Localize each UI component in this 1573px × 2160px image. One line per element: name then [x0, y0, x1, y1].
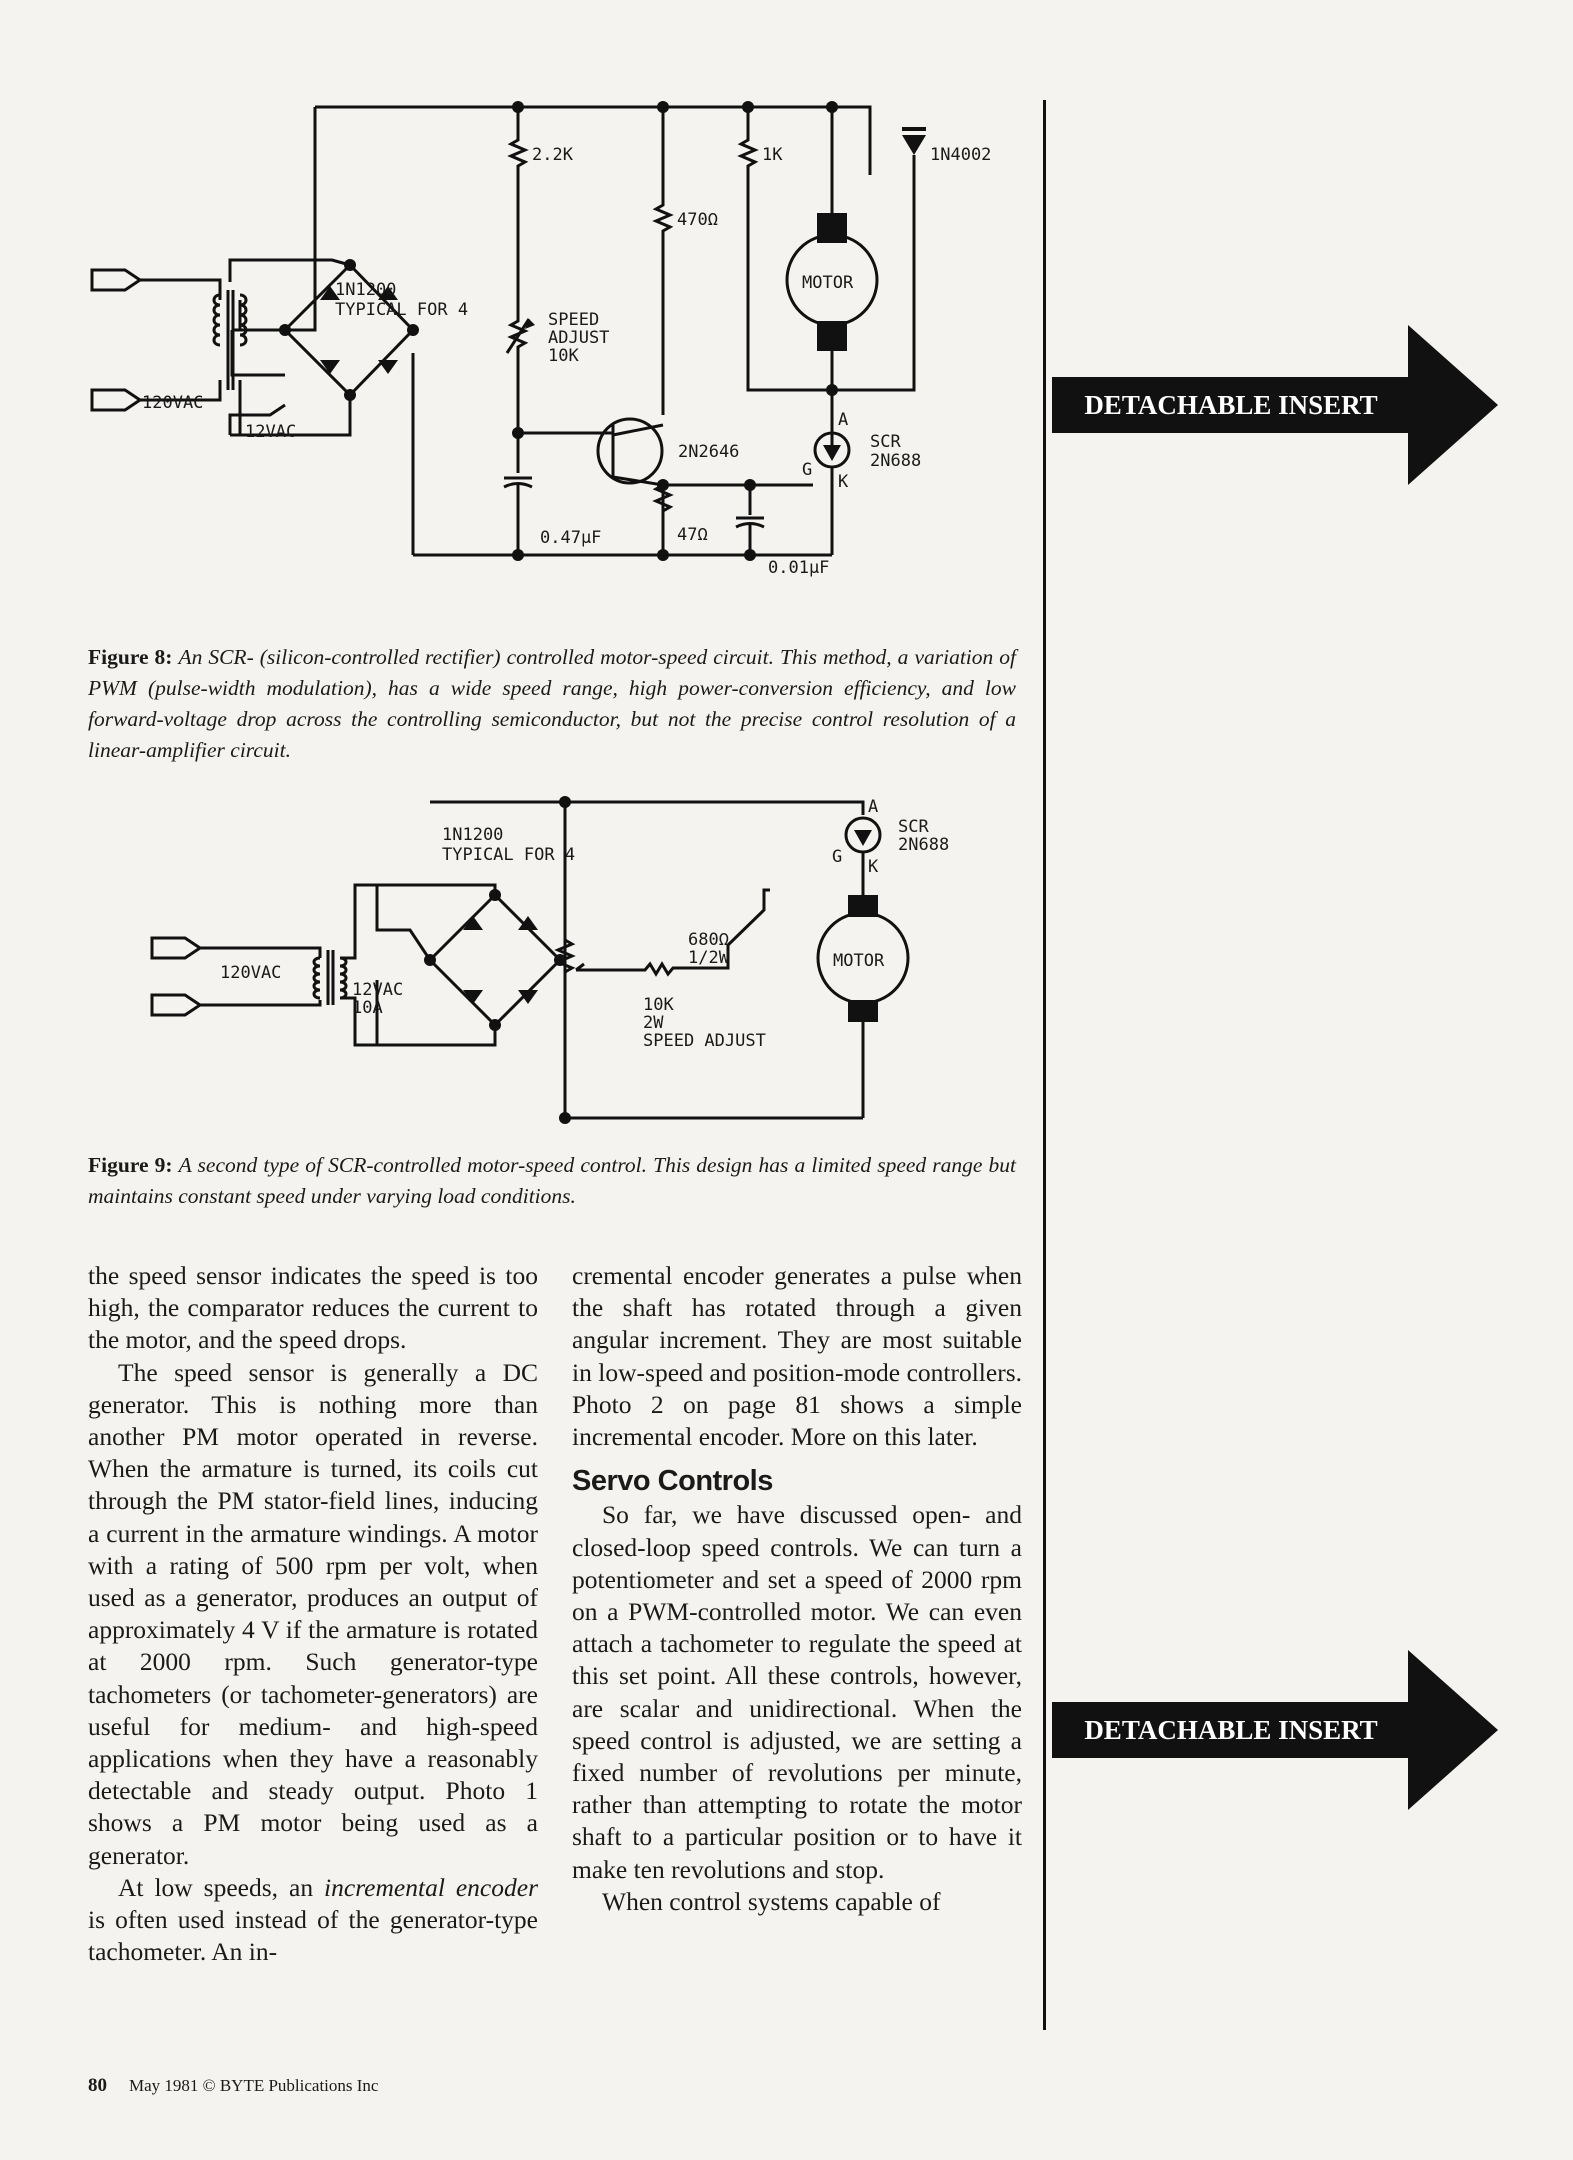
insert-label: DETACHABLE INSERT: [1084, 1715, 1378, 1745]
fig8-label-120vac: 120VAC: [142, 393, 203, 413]
fig9-label-typical: TYPICAL FOR 4: [442, 845, 575, 865]
fig8-label-2-2k: 2.2K: [532, 145, 574, 165]
figure-9-caption: Figure 9: A second type of SCR-controlle…: [88, 1150, 1016, 1212]
fig8-label-1n4002: 1N4002: [930, 145, 991, 165]
fig9-label-1n1200: 1N1200: [442, 825, 503, 845]
fig8-label-10k: 10K: [548, 346, 579, 366]
fig9-label-scr: SCR: [898, 817, 929, 837]
fig8-label-2n2646: 2N2646: [678, 442, 739, 462]
fig8-label-1k: 1K: [762, 145, 783, 165]
paragraph: the speed sensor indicates the speed is …: [88, 1261, 538, 1355]
figure-9-caption-label: Figure 9:: [88, 1153, 173, 1177]
emphasis-term: incremental encoder: [324, 1872, 538, 1902]
fig9-label-680: 680Ω: [688, 930, 729, 950]
fig9-label-10a: 10A: [352, 998, 383, 1018]
fig9-label-2w: 2W: [643, 1013, 664, 1033]
fig9-label-g: G: [832, 847, 842, 867]
paragraph: So far, we have discussed open- and clos…: [572, 1500, 1022, 1884]
fig8-label-2n688: 2N688: [870, 451, 921, 471]
fig8-label-12vac: 12VAC: [245, 422, 296, 442]
figure-8-caption-text: An SCR- (silicon-controlled rectifier) c…: [88, 645, 1017, 762]
fig9-label-speed-adjust: SPEED ADJUST: [643, 1031, 766, 1051]
text-column-right: cremental encoder generates a pulse when…: [572, 1260, 1022, 1918]
fig8-label-0-47uf: 0.47μF: [540, 528, 601, 548]
fig8-label-scr: SCR: [870, 432, 901, 452]
paragraph: The speed sensor is generally a DC gener…: [88, 1357, 538, 1870]
footer-credit: May 1981 © BYTE Publications Inc: [129, 2076, 379, 2095]
fig9-label-motor: MOTOR: [833, 951, 885, 971]
figure-9-caption-text: A second type of SCR-controlled motor-sp…: [88, 1153, 1017, 1208]
paragraph-text: is often used instead of the generator-t…: [88, 1905, 538, 1967]
fig8-label-a: A: [838, 410, 848, 430]
detachable-insert-marker-top: DETACHABLE INSERT: [1052, 325, 1502, 485]
section-heading: Servo Controls: [572, 1465, 773, 1498]
insert-bar: [1052, 377, 1410, 433]
figure-8-caption-label: Figure 8:: [88, 645, 173, 669]
paragraph: When control systems capable of: [602, 1886, 941, 1916]
paragraph-text: At low speeds, an: [118, 1872, 325, 1902]
fig9-label-1-2w: 1/2W: [688, 948, 730, 968]
detachable-insert-marker-bottom: DETACHABLE INSERT: [1052, 1650, 1502, 1810]
fig8-label-1n1200: 1N1200: [335, 280, 396, 300]
insert-label: DETACHABLE INSERT: [1084, 390, 1378, 420]
fig8-label-motor: MOTOR: [802, 273, 854, 293]
arrow-right-icon: [1408, 1650, 1498, 1810]
fig8-label-speed: SPEED: [548, 310, 599, 330]
fig9-label-k: K: [868, 857, 879, 877]
fig9-label-2n688: 2N688: [898, 835, 949, 855]
page-footer: 80 May 1981 © BYTE Publications Inc: [88, 2075, 378, 2097]
paragraph: At low speeds, an incremental encoder is…: [88, 1872, 538, 1969]
fig9-label-12vac: 12VAC: [352, 980, 403, 1000]
fig8-label-typical: TYPICAL FOR 4: [335, 300, 468, 320]
figure-9-schematic: 1N1200 TYPICAL FOR 4 A G K SCR 2N688 680…: [150, 796, 949, 1124]
margin-rule: [1043, 100, 1046, 2030]
fig8-label-470: 470Ω: [677, 210, 718, 230]
fig8-label-adjust: ADJUST: [548, 328, 609, 348]
insert-bar: [1052, 1702, 1410, 1758]
fig8-label-47: 47Ω: [677, 525, 708, 545]
figure-8-caption: Figure 8: An SCR- (silicon-controlled re…: [88, 642, 1016, 766]
arrow-right-icon: [1408, 325, 1498, 485]
figure-8-schematic: 2.2K 1K 1N4002 470Ω MOTOR 1N1200 TYPICAL…: [90, 101, 991, 578]
page-number: 80: [88, 2075, 107, 2096]
fig8-label-k: K: [838, 472, 849, 492]
fig8-label-0-01uf: 0.01μF: [768, 558, 829, 578]
fig8-label-g: G: [802, 460, 812, 480]
fig9-label-120vac: 120VAC: [220, 963, 281, 983]
fig9-label-a: A: [868, 797, 878, 817]
text-column-left: the speed sensor indicates the speed is …: [88, 1260, 538, 1968]
fig9-label-10k: 10K: [643, 995, 674, 1015]
paragraph: cremental encoder generates a pulse when…: [572, 1261, 1022, 1452]
